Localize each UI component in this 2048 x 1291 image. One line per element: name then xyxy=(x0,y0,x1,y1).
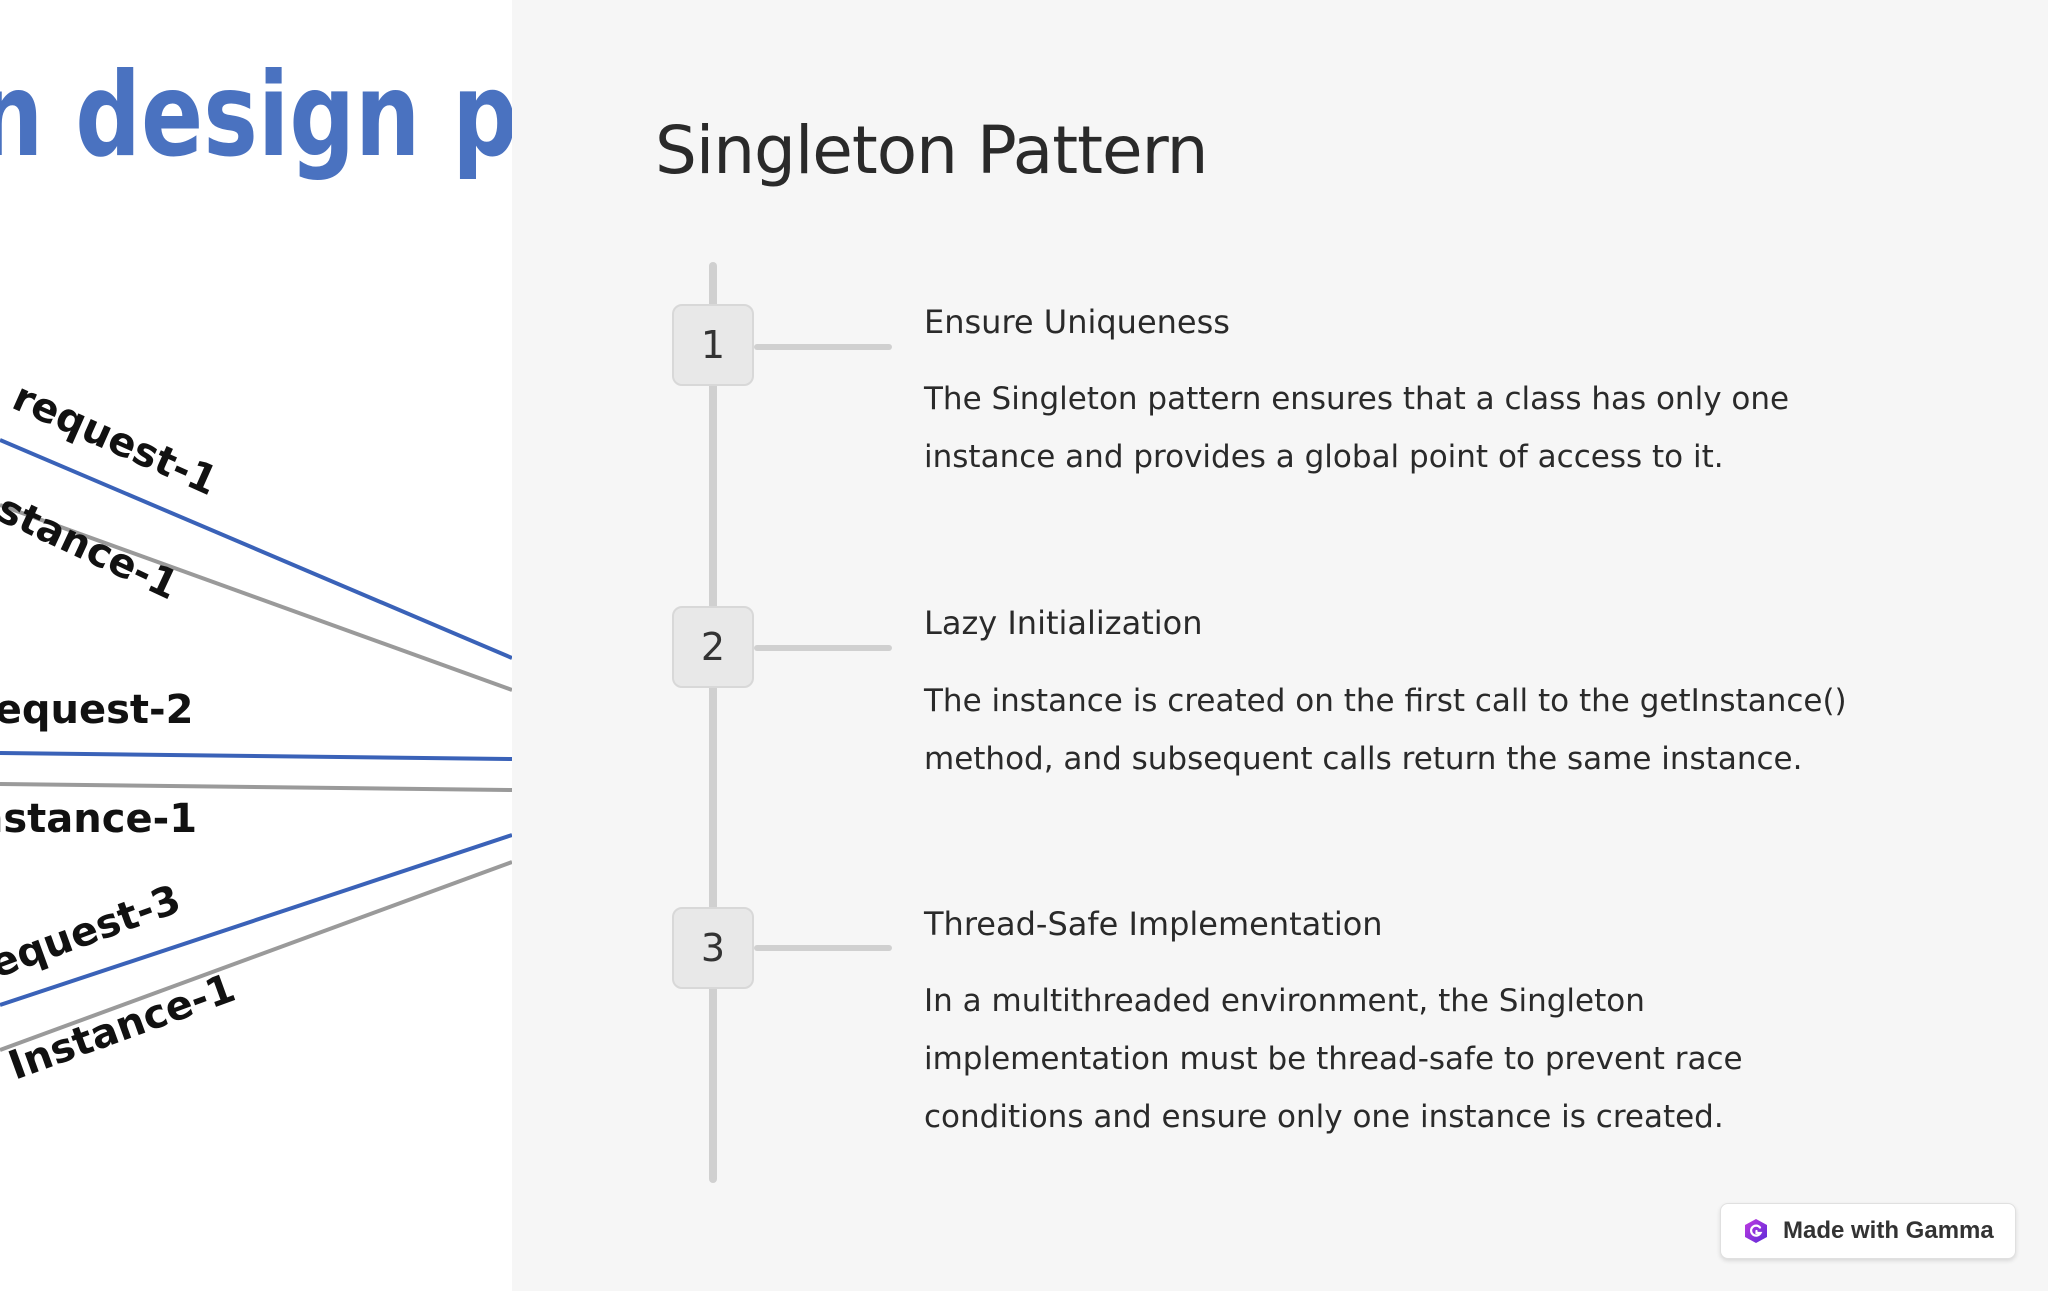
badge-label: Made with Gamma xyxy=(1783,1217,1994,1244)
step-number-3: 3 xyxy=(672,907,754,989)
step-connector-2 xyxy=(754,645,892,651)
step-text-1: The Singleton pattern ensures that a cla… xyxy=(924,381,1790,475)
made-with-gamma-badge[interactable]: Made with Gamma xyxy=(1720,1203,2016,1259)
diagram-label-request-1: request-1 xyxy=(6,374,224,505)
slide-title: Singleton Pattern xyxy=(655,112,1208,189)
step-text-2: The instance is created on the first cal… xyxy=(924,683,1847,777)
step-connector-3 xyxy=(754,945,892,951)
step-number-1: 1 xyxy=(672,304,754,386)
step-number-2: 2 xyxy=(672,606,754,688)
step-text-3: In a multithreaded environment, the Sing… xyxy=(924,983,1743,1135)
diagram-label-request-2: request-2 xyxy=(0,687,193,733)
step-heading-1: Ensure Uniqueness xyxy=(924,303,1230,341)
step-connector-1 xyxy=(754,344,892,350)
instance-line-3 xyxy=(0,860,512,1052)
diagram-image: n design p request-1 Instance-1 request-… xyxy=(0,0,512,1291)
instance-line-2 xyxy=(0,782,512,792)
step-heading-3: Thread-Safe Implementation xyxy=(924,905,1383,943)
diagram-label-instance-1: Instance-1 xyxy=(0,467,185,609)
gamma-logo-icon xyxy=(1743,1218,1769,1244)
request-line-1 xyxy=(0,438,512,660)
diagram-label-instance-3: Instance-1 xyxy=(3,965,241,1089)
diagram-heading: n design p xyxy=(0,48,512,183)
timeline-line xyxy=(709,262,717,1183)
request-line-2 xyxy=(0,751,512,761)
diagram-label-request-3: request-3 xyxy=(0,876,187,994)
instance-line-1 xyxy=(0,503,512,692)
diagram-illustration: n design p request-1 Instance-1 request-… xyxy=(0,48,512,1089)
diagram-label-instance-2: Instance-1 xyxy=(0,796,197,842)
step-heading-2: Lazy Initialization xyxy=(924,604,1203,642)
request-line-3 xyxy=(0,833,512,1007)
